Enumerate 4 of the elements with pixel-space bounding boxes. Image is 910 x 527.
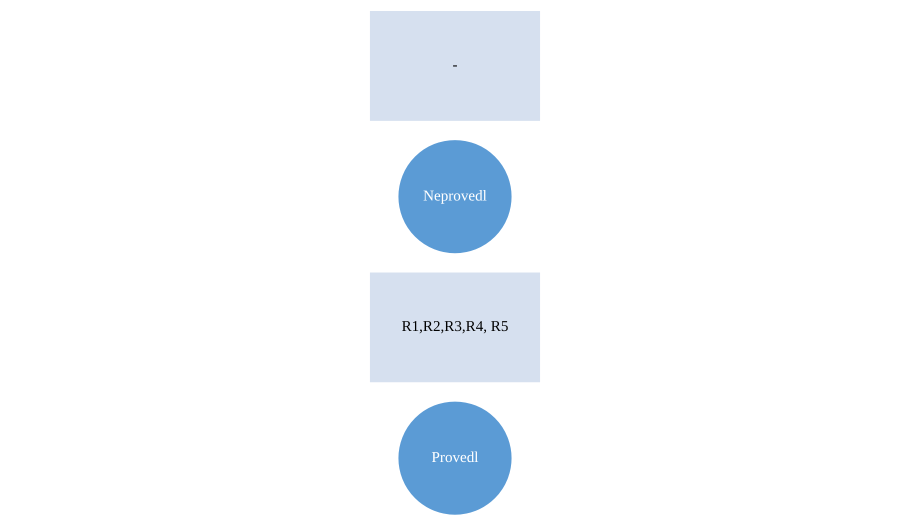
node-circle: Provedl [396,400,514,516]
node-circle: Neprovedl [396,138,514,255]
node-box: - [370,11,540,121]
node-box: R1,R2,R3,R4, R5 [370,272,540,382]
